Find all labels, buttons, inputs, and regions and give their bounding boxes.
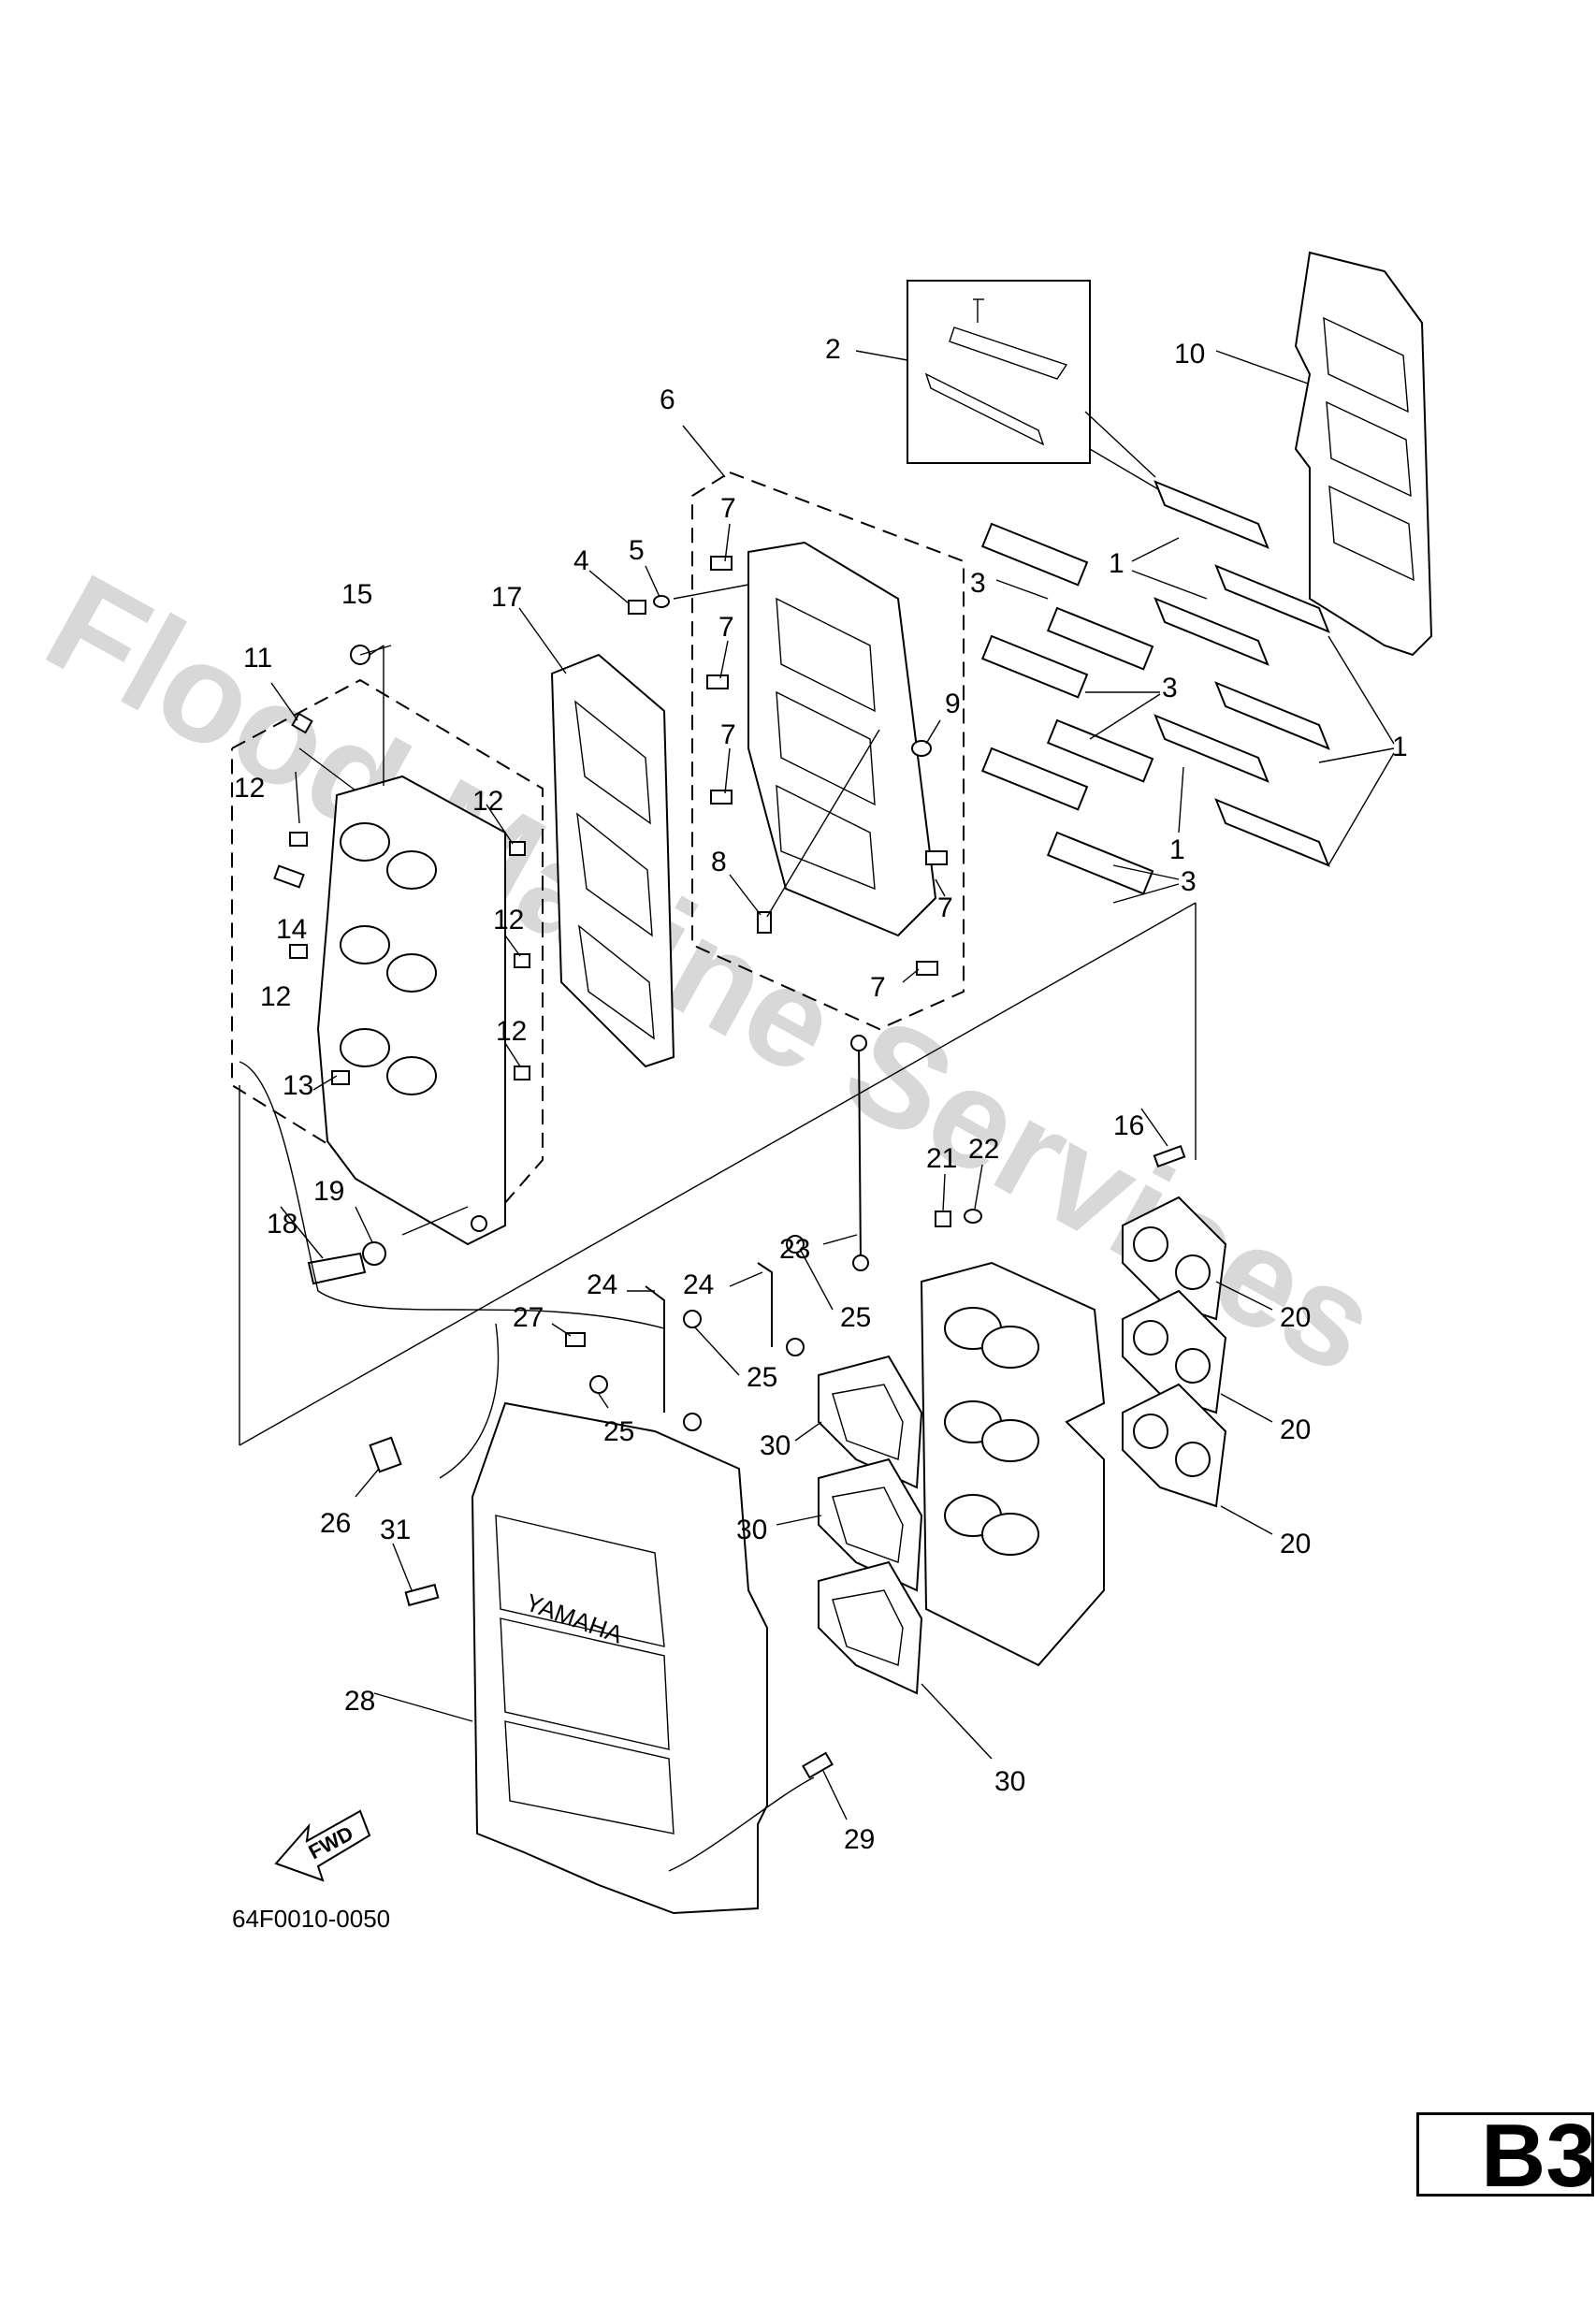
- callout-8: 8: [711, 847, 727, 877]
- callout-1: 1: [1169, 834, 1185, 865]
- left-cover-group: [231, 645, 544, 1285]
- callout-20: 20: [1280, 1529, 1311, 1559]
- callout-1: 1: [1392, 732, 1408, 762]
- callout-21: 21: [926, 1143, 957, 1174]
- callout-3: 3: [1181, 866, 1197, 897]
- callout-12: 12: [234, 773, 265, 804]
- callout-10: 10: [1174, 339, 1205, 370]
- callout-12: 12: [493, 905, 524, 935]
- callout-25: 25: [840, 1302, 871, 1333]
- callout-2: 2: [825, 334, 841, 365]
- callout-31: 31: [380, 1515, 411, 1545]
- callout-20: 20: [1280, 1302, 1311, 1333]
- fwd-arrow: FWD: [274, 1809, 371, 1882]
- callout-15: 15: [341, 579, 372, 610]
- callout-1: 1: [1109, 548, 1124, 579]
- callout-22: 22: [968, 1134, 999, 1165]
- callout-7: 7: [720, 719, 736, 750]
- callout-25: 25: [747, 1362, 777, 1393]
- callout-5: 5: [629, 535, 645, 566]
- callout-29: 29: [844, 1824, 875, 1855]
- reed-valve-detail-inset: [855, 280, 1170, 497]
- callout-7: 7: [718, 612, 734, 643]
- reed-valves: [980, 480, 1395, 904]
- exhaust-cover-plate: [316, 775, 506, 1246]
- reed-valve-housing-group: [588, 425, 965, 1031]
- callout-30: 30: [760, 1430, 791, 1461]
- callout-18: 18: [267, 1209, 297, 1240]
- callout-28: 28: [344, 1686, 375, 1717]
- callout-3: 3: [970, 568, 986, 599]
- callout-3: 3: [1162, 673, 1178, 703]
- callout-12: 12: [472, 786, 503, 817]
- reed-valve-housing: [747, 541, 937, 937]
- callout-6: 6: [660, 384, 675, 415]
- intake-silencer: YAMAHA: [373, 1401, 848, 1915]
- callout-27: 27: [513, 1302, 544, 1333]
- callout-14: 14: [276, 914, 307, 945]
- callout-9: 9: [945, 689, 961, 719]
- callout-4: 4: [573, 545, 589, 576]
- callout-26: 26: [320, 1508, 351, 1539]
- callout-25: 25: [603, 1416, 634, 1447]
- callout-24: 24: [683, 1269, 714, 1300]
- callout-11: 11: [243, 643, 272, 674]
- callout-13: 13: [283, 1070, 313, 1101]
- callout-labels: 1 1 1 2 3 3 3 4 5 6 7 7 7 7 7 8 9 10 11 …: [234, 334, 1408, 1855]
- callout-17: 17: [491, 582, 522, 613]
- callout-7: 7: [870, 972, 886, 1003]
- callout-24: 24: [587, 1269, 617, 1300]
- callout-23: 23: [779, 1234, 810, 1265]
- gasket-10: [1215, 251, 1433, 657]
- callout-20: 20: [1280, 1414, 1311, 1445]
- page-index-label: B3: [1481, 2106, 1596, 2206]
- gasket-17: [518, 607, 675, 1068]
- carburetors: [239, 902, 1273, 1760]
- page-index-tab: B3: [1416, 2110, 1596, 2203]
- callout-16: 16: [1113, 1110, 1144, 1141]
- callout-12: 12: [496, 1016, 527, 1047]
- callout-30: 30: [736, 1515, 767, 1545]
- callout-19: 19: [313, 1176, 344, 1207]
- diagram-part-code: 64F0010-0050: [232, 1905, 390, 1933]
- callout-30: 30: [994, 1766, 1025, 1797]
- callout-7: 7: [937, 892, 953, 923]
- callout-12: 12: [260, 981, 291, 1012]
- callout-7: 7: [720, 493, 736, 524]
